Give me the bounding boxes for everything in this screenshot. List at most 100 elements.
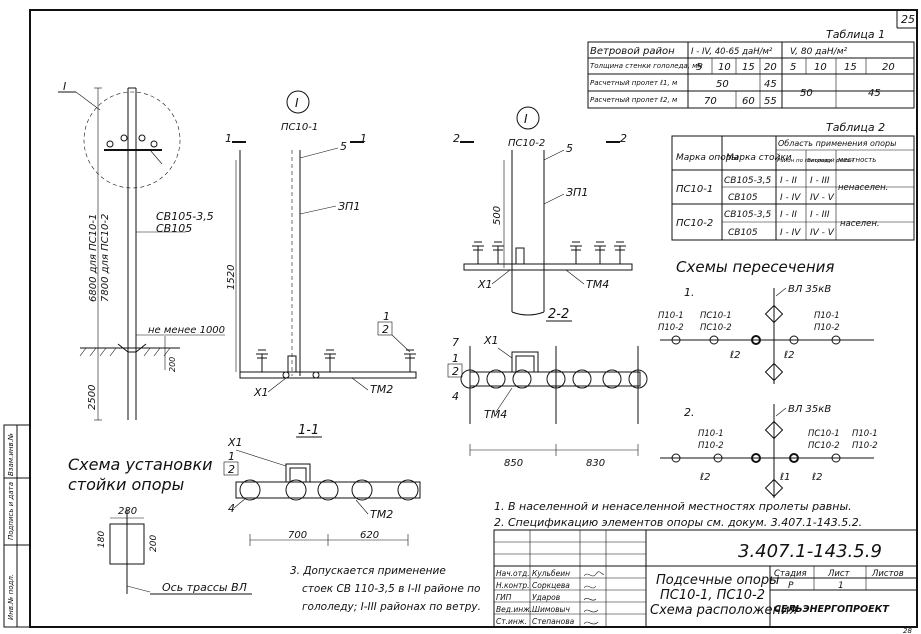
dim-280: 280 (118, 506, 137, 517)
stand-label-1: СВ105-3,5 (156, 210, 214, 223)
signature-marks (583, 571, 605, 625)
t1-l2-2: 55 (764, 96, 777, 107)
tag-x1-a: Х1 (253, 386, 269, 399)
t2-r2-opora: ПС10-2 (676, 218, 713, 229)
t2-r1-wind: IV - V (810, 193, 835, 203)
t2-r2-wind: I - III (810, 210, 830, 220)
c1-l2-a: ℓ2 (730, 350, 741, 361)
note-3-line-2: стоек СВ 110-3,5 в I-II районе по (302, 583, 480, 595)
t2-r2-stoika: СВ105-3,5 (724, 210, 771, 220)
note-1: 1. В населенной и ненаселенной местностя… (494, 500, 852, 513)
stamp-r3-role: Вед.инж. (496, 605, 532, 614)
stamp-r2-role: ГИП (496, 593, 512, 602)
t2-r1-stoika: СВ105 (728, 193, 758, 203)
t1-ice-0: 5 (696, 62, 702, 73)
dim-1520: 1520 (226, 265, 237, 290)
title-block: 3.407.1-143.5.9 Нач.отд. Кульбеин Н.конт… (493, 529, 918, 628)
tag-2-a: 2 (382, 323, 389, 336)
tag-x1-b: Х1 (227, 436, 243, 449)
tag-1-c: 1 (452, 352, 459, 365)
install-title-2: стойки опоры (68, 475, 184, 494)
tag-4-a: 4 (228, 502, 235, 515)
c1-p1-right: П10-1 (814, 311, 840, 321)
stamp-title-3: Схема расположения (650, 603, 797, 618)
stamp-r1-role: Н.контр. (496, 581, 530, 590)
stamp-h-stage: Стадия (774, 569, 807, 579)
stamp-sheet: 1 (838, 581, 844, 591)
callout-I: I (63, 80, 66, 93)
t2-r0-stoika: СВ105-3,5 (724, 176, 771, 186)
t2-r0-wind: I - III (810, 176, 830, 186)
crossing-vl-1: ВЛ 35кВ (788, 284, 831, 295)
c2-p1-right: П10-1 (852, 429, 878, 439)
t1-l1-2: 50 (800, 88, 813, 99)
section-2-2: 2-2 7 1 2 4 Х1 ТМ4 850 830 (447, 307, 648, 469)
side-vzam: Взам.инв.№ (7, 433, 15, 476)
t2-h1: Марка опоры (676, 153, 739, 163)
tag-4-b: 4 (452, 390, 459, 403)
t1-l1-3: 45 (868, 88, 881, 99)
dim-500: 500 (492, 206, 503, 225)
c1-l2-b: ℓ2 (784, 350, 795, 361)
view-pc10-2: I ПС10-2 2 2 5 ЗП1 500 Х1 ТМ4 (453, 106, 633, 316)
t1-row-l1: Расчетный пролет ℓ1, м (590, 79, 678, 87)
tag-2-c: 2 (452, 365, 459, 378)
t1-l1-1: 45 (764, 79, 777, 90)
dim-700: 700 (288, 530, 307, 541)
t1-row-wind: Ветровой район (590, 46, 675, 57)
t1-ice-6: 15 (844, 62, 857, 73)
dim-830: 830 (586, 458, 605, 469)
tag-1-b: 1 (228, 450, 235, 463)
c1-p2-left: П10-2 (658, 323, 684, 333)
tag-7: 7 (452, 336, 459, 349)
corner-number: 28 (903, 627, 912, 634)
table2-title: Таблица 2 (826, 121, 885, 134)
stamp-r0-role: Нач.отд. (496, 569, 530, 578)
pole-overview: I 6800 для ПС10-1 7800 для ПС10-2 2500 С… (58, 80, 225, 421)
tag-tm2-a: ТМ2 (370, 383, 393, 396)
install-scheme: Схема установки стойки опоры 280 180 200… (68, 455, 252, 595)
view-I-mark: I (295, 96, 299, 110)
table-2: Таблица 2 Марка опоры Марка стойки Облас… (671, 121, 915, 241)
crossing-s1: 1. (684, 286, 695, 299)
side-stamp: Взам.инв.№ Подпись и дата Инв.№ подл. (3, 424, 31, 628)
t1-l2-0: 70 (704, 96, 717, 107)
t2-r0-opora: ПС10-1 (676, 184, 713, 195)
tag-x1-d: Х1 (483, 334, 499, 347)
tag-tm4-b: ТМ4 (484, 408, 507, 421)
view-pc10-2-label: ПС10-2 (508, 138, 545, 149)
stamp-r4-name: Степанова (532, 617, 575, 626)
t1-row-l2: Расчетный пролет ℓ2, м (590, 96, 678, 104)
install-title-1: Схема установки (68, 455, 213, 474)
note-2: 2. Спецификацию элементов опоры см. доку… (494, 516, 862, 529)
pole-height-1: 6800 для ПС10-1 (88, 214, 99, 302)
section-2-left: 2 (453, 132, 460, 145)
t2-h3a: Район по гололеду (777, 158, 833, 164)
tag-zp1-a: ЗП1 (338, 200, 360, 213)
stamp-r0-name: Кульбеин (532, 569, 570, 578)
t2-r3-wind: IV - V (810, 228, 835, 238)
t1-l2-1: 60 (742, 96, 755, 107)
c2-p2-left: П10-2 (698, 441, 724, 451)
side-inv: Инв.№ подл. (7, 574, 15, 620)
stamp-h-sheets: Листов (871, 569, 904, 579)
t2-r1-ice: I - IV (780, 193, 801, 203)
t2-h3c: местность (838, 156, 876, 164)
c2-p1-left: П10-1 (698, 429, 724, 439)
t1-ice-2: 15 (742, 62, 755, 73)
t1-wind-a: I - IV, 40-65 даН/м² (691, 47, 773, 57)
pole-height-2: 7800 для ПС10-2 (100, 214, 111, 302)
tag-1-a: 1 (383, 310, 390, 323)
tag-5-a: 5 (340, 140, 347, 153)
crossing-vl-2: ВЛ 35кВ (788, 404, 831, 415)
tag-zp1-b: ЗП1 (566, 186, 588, 199)
stamp-h-sheet: Лист (827, 569, 851, 579)
t1-ice-4: 5 (790, 62, 796, 73)
t1-l1-0: 50 (716, 79, 729, 90)
doc-code: 3.407.1-143.5.9 (738, 541, 882, 562)
section-1-left: 1 (225, 132, 232, 145)
note-3-line-1: 3. Допускается применение (290, 565, 446, 577)
tag-2-b: 2 (228, 463, 235, 476)
t1-ice-3: 20 (764, 62, 777, 73)
dim-200-b: 200 (149, 535, 159, 552)
